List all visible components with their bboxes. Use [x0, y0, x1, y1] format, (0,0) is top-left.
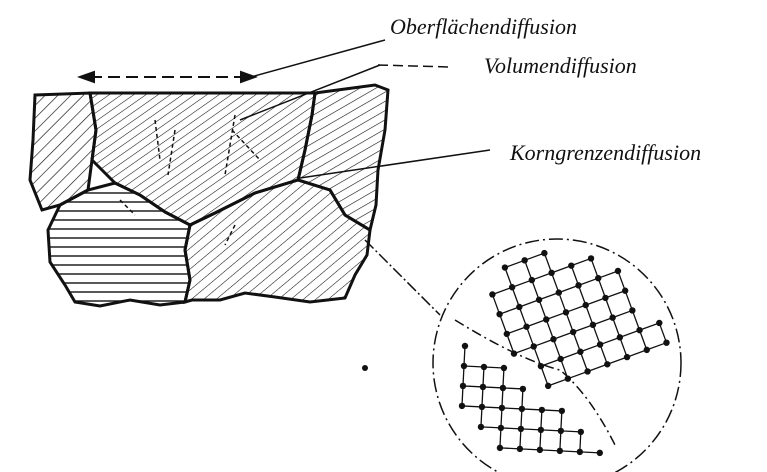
- atom: [504, 331, 510, 337]
- atom: [460, 383, 466, 389]
- atom: [502, 264, 508, 270]
- atom: [459, 403, 465, 409]
- atom: [557, 448, 563, 454]
- atom: [559, 408, 565, 414]
- atom: [497, 445, 503, 451]
- atom: [461, 363, 467, 369]
- atom: [584, 368, 590, 374]
- grain-boundary-diffusion-label: Korngrenzendiffusion: [510, 140, 701, 166]
- stray-dot: [362, 365, 368, 371]
- atom: [570, 329, 576, 335]
- atom: [597, 341, 603, 347]
- atom: [644, 347, 650, 353]
- atom: [509, 284, 515, 290]
- atom: [480, 384, 486, 390]
- atom: [604, 361, 610, 367]
- atom: [529, 277, 535, 283]
- atom: [521, 257, 527, 263]
- atom: [498, 425, 504, 431]
- atom: [550, 336, 556, 342]
- atom: [636, 327, 642, 333]
- atom: [602, 295, 608, 301]
- surface-diffusion-arrow: [80, 72, 255, 82]
- atom: [538, 427, 544, 433]
- atom: [516, 304, 522, 310]
- atom: [478, 424, 484, 430]
- atom: [597, 450, 603, 456]
- atom: [519, 406, 525, 412]
- atom: [543, 316, 549, 322]
- atom: [622, 288, 628, 294]
- atom: [539, 407, 545, 413]
- atom: [517, 446, 523, 452]
- atom: [595, 275, 601, 281]
- atom: [563, 309, 569, 315]
- surface-diffusion-label: Oberflächendiffusion: [390, 14, 577, 40]
- atom: [518, 426, 524, 432]
- magnifier-circle: [433, 239, 681, 472]
- atom: [557, 356, 563, 362]
- atom: [531, 343, 537, 349]
- atom: [577, 449, 583, 455]
- atom: [523, 324, 529, 330]
- atom: [583, 302, 589, 308]
- atom: [663, 339, 669, 345]
- volume-diffusion-label: Volumendiffusion: [484, 53, 637, 79]
- atom: [577, 349, 583, 355]
- atom: [556, 289, 562, 295]
- atom: [520, 386, 526, 392]
- atom: [656, 320, 662, 326]
- atom: [489, 291, 495, 297]
- atom: [609, 314, 615, 320]
- atom: [624, 354, 630, 360]
- atom: [615, 268, 621, 274]
- atom: [536, 297, 542, 303]
- atom: [588, 255, 594, 261]
- atom: [575, 282, 581, 288]
- atom: [558, 428, 564, 434]
- atom: [568, 262, 574, 268]
- atom: [462, 343, 468, 349]
- atom: [578, 429, 584, 435]
- atom: [500, 385, 506, 391]
- magnified-lattice: [433, 239, 681, 472]
- atom: [496, 311, 502, 317]
- atom: [501, 365, 507, 371]
- atom: [617, 334, 623, 340]
- atom: [590, 322, 596, 328]
- atom: [629, 307, 635, 313]
- atom: [541, 250, 547, 256]
- atom: [479, 404, 485, 410]
- atom: [499, 405, 505, 411]
- atom: [545, 383, 551, 389]
- atom: [548, 270, 554, 276]
- atom: [537, 447, 543, 453]
- atom: [481, 364, 487, 370]
